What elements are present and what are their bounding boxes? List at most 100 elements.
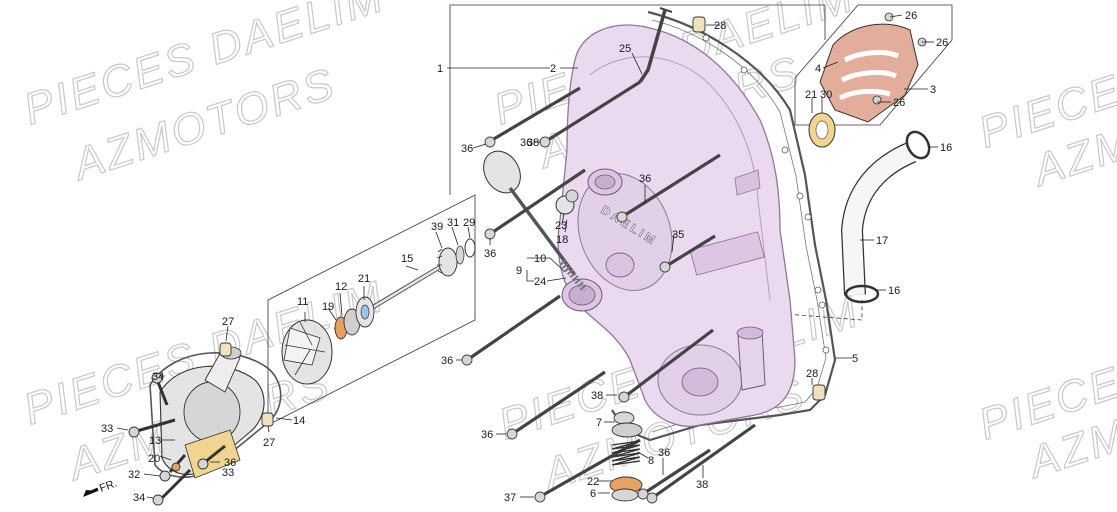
callout-label: 21: [805, 89, 817, 101]
cover-rib: [689, 231, 765, 276]
guard-slot: [843, 50, 900, 63]
frame-water-pump: [267, 194, 476, 426]
callout-label: 34: [152, 371, 164, 383]
hose-body-fill: [842, 142, 916, 296]
callout-label: 39: [431, 221, 443, 233]
callout-label: 7: [596, 417, 602, 429]
pump-cover-outlet: [204, 349, 241, 393]
filler-cap-head: [483, 150, 521, 194]
callout-label: 34: [133, 492, 145, 504]
frame-right-cover: [449, 4, 826, 195]
oil-seal-inner: [815, 120, 829, 140]
pump-bolts: [128, 372, 226, 506]
callout-label: 12: [335, 281, 347, 293]
frame-guard: [794, 4, 953, 126]
callout-label: 36: [520, 137, 532, 149]
callout-label: 38: [527, 137, 539, 149]
callout-label: 3: [930, 84, 936, 96]
callout-label: 30: [820, 89, 832, 101]
callout-label: 28: [714, 20, 726, 32]
bolt: [646, 423, 756, 504]
callout-label: 31: [447, 217, 459, 229]
callout-label: 8: [648, 455, 654, 467]
dipstick-rod: [638, 9, 667, 83]
bolt: [659, 234, 716, 273]
cover-outlet-end: [736, 326, 764, 340]
callout-label: 33: [101, 423, 113, 435]
drain-plug: [611, 488, 639, 502]
callout-label: 28: [806, 368, 818, 380]
callout-label: 36: [639, 173, 651, 185]
callout-label: 21: [358, 273, 370, 285]
callout-label: 19: [322, 301, 334, 313]
callout-label: 15: [401, 253, 413, 265]
hose-clamp: [844, 284, 880, 304]
strainer-cap: [613, 411, 635, 425]
callout-label: 16: [888, 285, 900, 297]
callout-label: 36: [658, 447, 670, 459]
callout-label: 24: [534, 276, 546, 288]
bolt: [616, 153, 721, 223]
bolt: [618, 328, 714, 403]
leader-lines: [116, 14, 938, 499]
callout-label: 17: [876, 235, 888, 247]
right-crankcase-cover: DAELIM: [557, 24, 796, 427]
callout-label: 22: [587, 476, 599, 488]
pump-circlip: [455, 245, 465, 265]
dipstick: [638, 7, 673, 83]
callout-label: 27: [263, 437, 275, 449]
callout-label: 4: [815, 63, 821, 75]
callout-label: 33: [222, 467, 234, 479]
callout-label: 26: [893, 97, 905, 109]
guard-plate: [819, 23, 919, 123]
bolt: [506, 370, 606, 440]
callout-label: 38: [591, 390, 603, 402]
pump-dowel: [219, 342, 232, 357]
guard-slot: [840, 70, 898, 83]
cover-notch: [734, 169, 761, 196]
callout-label: 29: [463, 217, 475, 229]
callout-label: 36: [441, 355, 453, 367]
callout-label: 9: [516, 265, 522, 277]
callout-label: 35: [672, 229, 684, 241]
water-pump-assembly: [281, 238, 476, 385]
callout-label: 27: [222, 316, 234, 328]
callout-label: 20: [148, 453, 160, 465]
bolt: [484, 168, 586, 240]
pump-o-ring: [464, 238, 476, 258]
callout-label: 26: [936, 37, 948, 49]
pump-bearing-inner: [360, 304, 370, 320]
oil-filler-cap: [483, 150, 588, 293]
callout-label: 26: [905, 10, 917, 22]
callout-label: 1: [437, 63, 443, 75]
guard-slot: [838, 88, 891, 101]
callout-label: 37: [504, 492, 516, 504]
pump-cover-boss: [183, 381, 241, 443]
gasket-outline: [611, 10, 837, 442]
cover-filter-port-inner: [568, 284, 596, 306]
pump-dowel: [261, 412, 274, 427]
pump-gear: [436, 247, 458, 277]
callout-label: 38: [696, 479, 708, 491]
group-frames: [267, 4, 953, 426]
plug-part-18: [565, 189, 579, 203]
callout-label: 14: [293, 415, 305, 427]
callout-label: 36: [484, 248, 496, 260]
hose-clamp: [905, 130, 931, 160]
o-ring: [611, 422, 643, 438]
callout-label: 25: [619, 43, 631, 55]
callout-label: 36: [461, 143, 473, 155]
callout-label: 16: [940, 142, 952, 154]
callout-label: 10: [534, 253, 546, 265]
frame-gasket-hose: [759, 300, 863, 321]
pump-impeller: [281, 319, 333, 385]
cover-lower-hole: [681, 367, 719, 397]
coolant-hose: [840, 130, 931, 304]
callout-label: 18: [556, 234, 568, 246]
direction-label: FR.: [98, 477, 119, 494]
gasket-outline-inner: [651, 19, 827, 433]
callout-label: 5: [852, 353, 858, 365]
bolt: [484, 86, 581, 148]
dowel-pin: [812, 384, 826, 401]
